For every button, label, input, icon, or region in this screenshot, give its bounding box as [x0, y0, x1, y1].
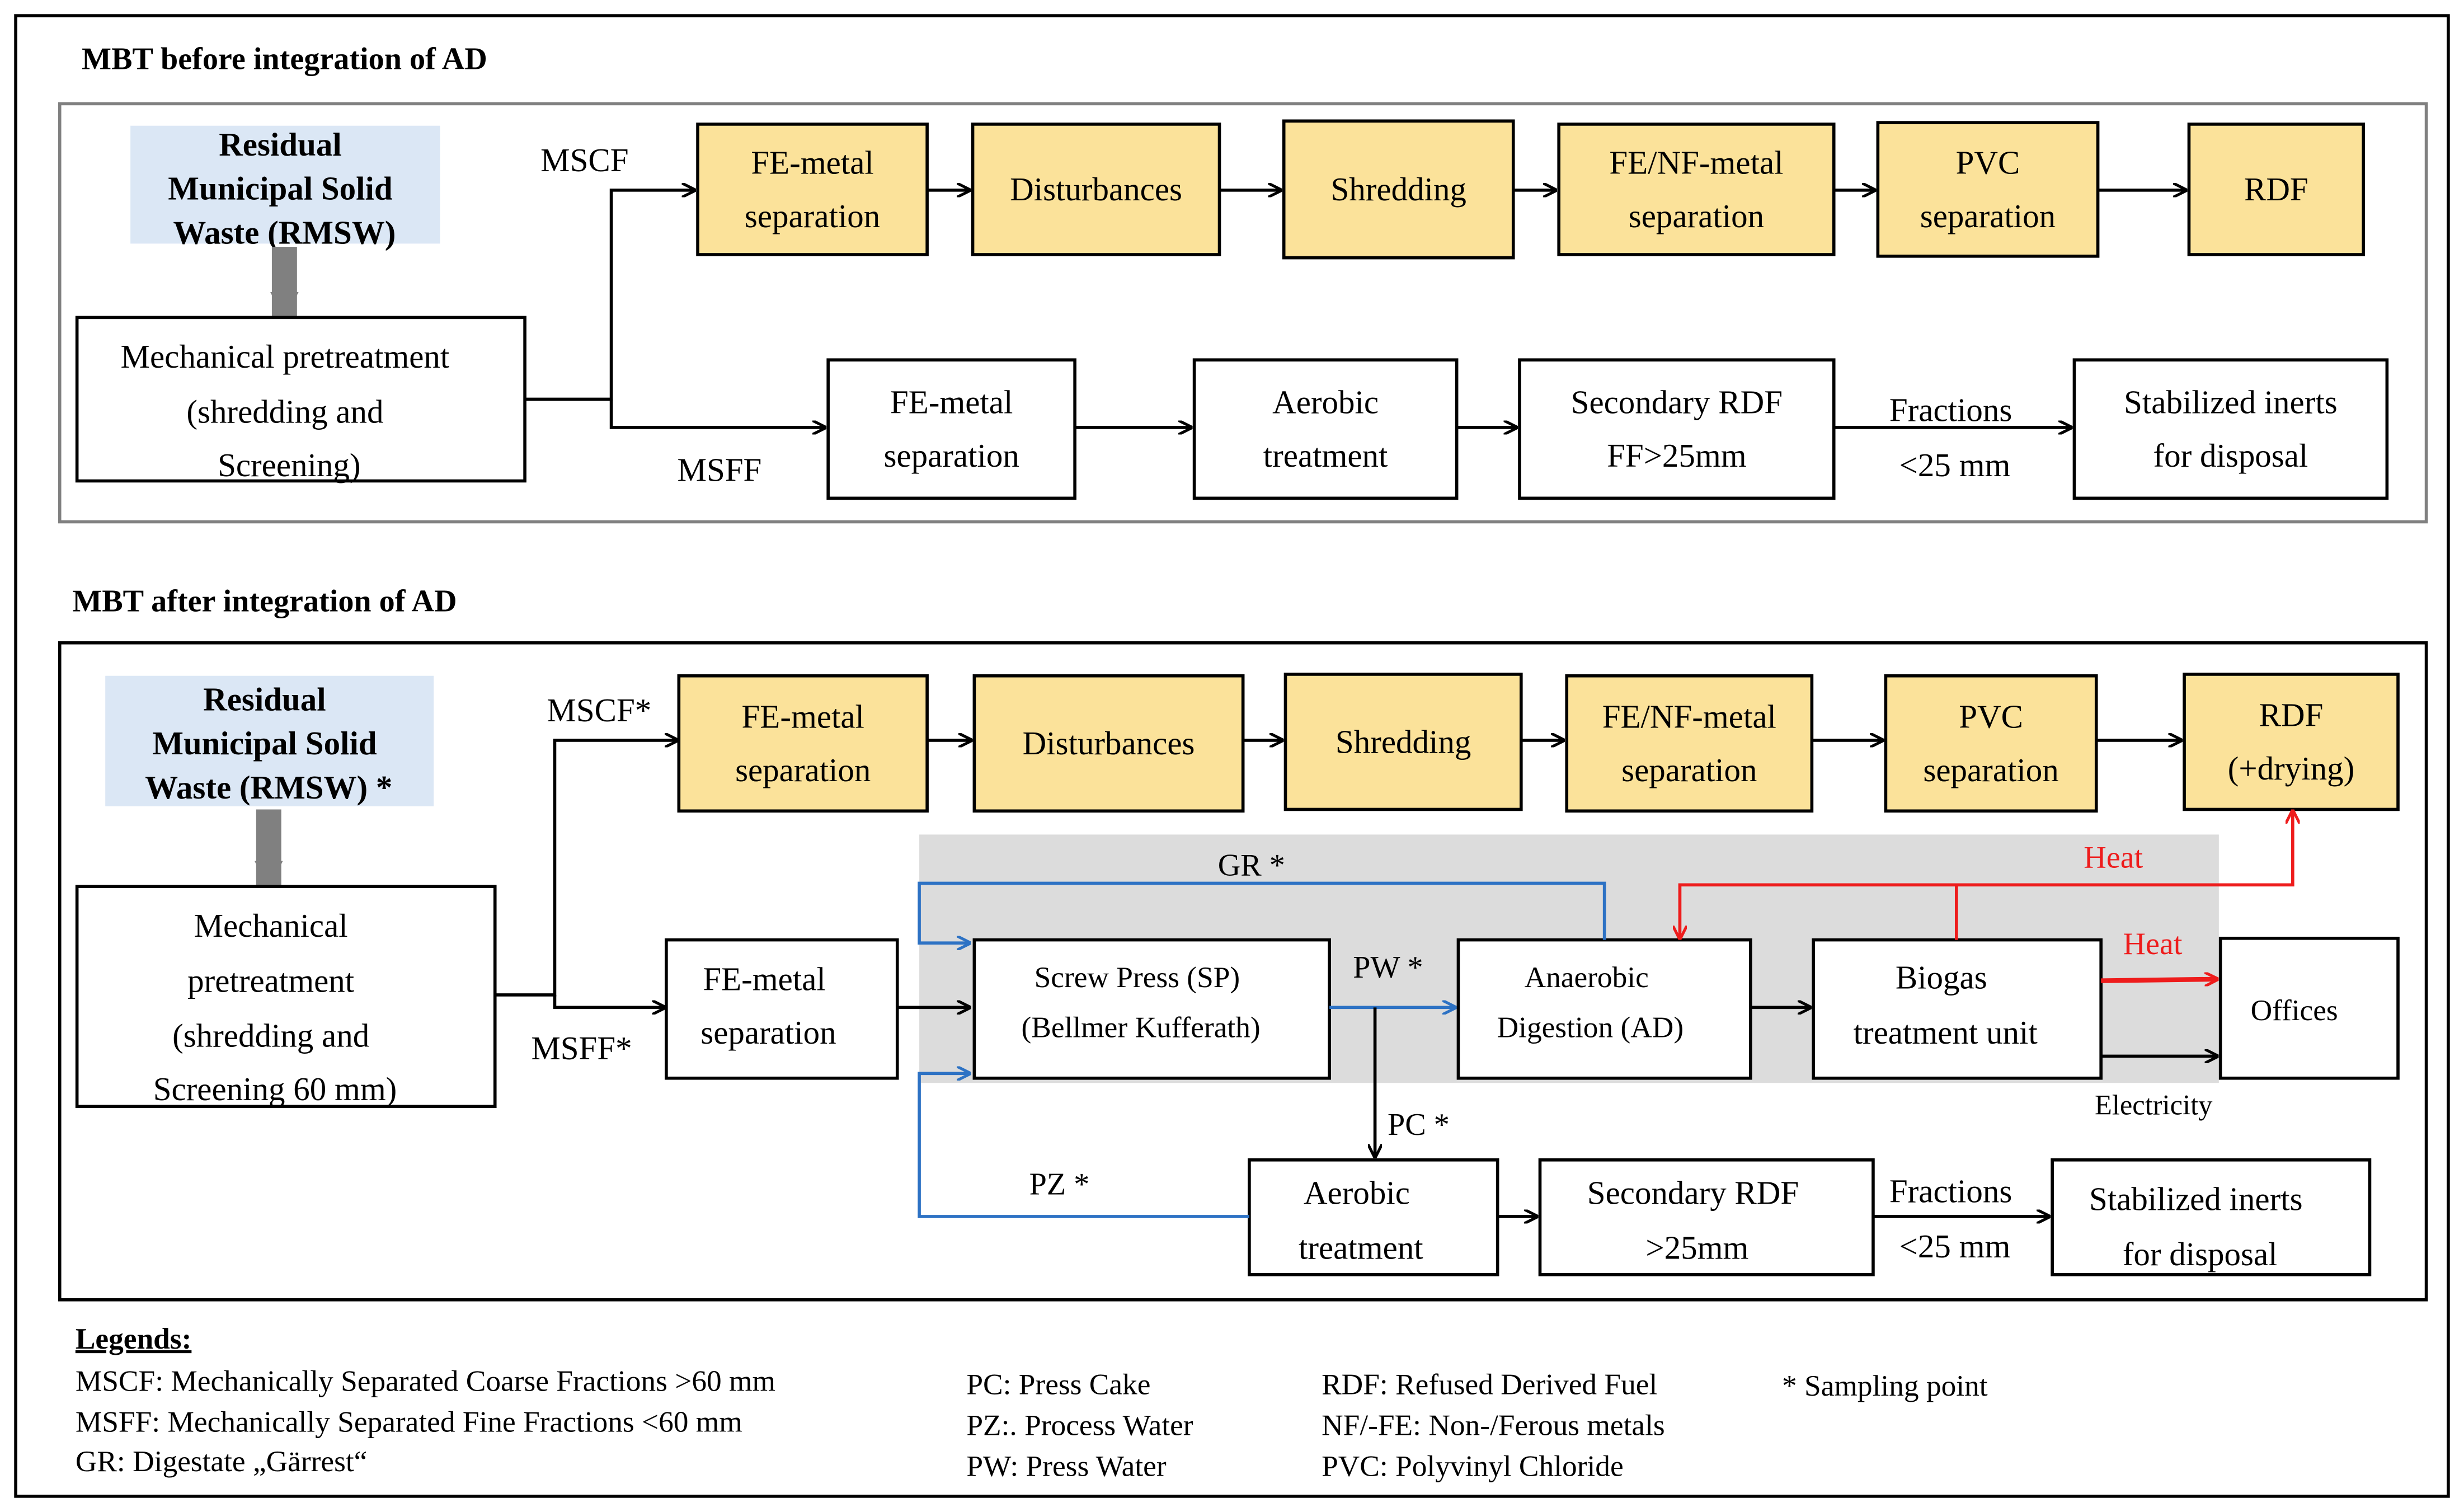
heat-label-2: Heat — [2123, 927, 2183, 961]
top-mech-pretreatment-box — [75, 316, 526, 483]
bottom-aerobic-box — [1248, 1158, 1499, 1276]
bottom-panel-frame — [58, 641, 2428, 1302]
bottom-coarse-label-5: RDF(+drying) — [2228, 697, 2355, 787]
heat-to-rdf-drying-arrow — [1956, 811, 2293, 887]
outer-frame — [14, 14, 2450, 1498]
legend-col-2: PC: Press Cake PZ:. Process Water PW: Pr… — [966, 1367, 1201, 1482]
top-fine-box-0 — [826, 358, 1076, 500]
bottom-mech-pretreatment-box — [75, 885, 497, 1109]
top-coarse-box-3 — [1557, 123, 1836, 256]
top-rmsw-input-box — [130, 125, 440, 244]
legend-title: Legends: — [76, 1322, 192, 1355]
bottom-fe-metal-label: FE-metal separation — [700, 960, 836, 1050]
bottom-rmsw-input-box — [105, 675, 434, 806]
top-coarse-box-1 — [971, 123, 1221, 256]
legend-col-1: MSCF: Mechanically Separated Coarse Frac… — [76, 1364, 783, 1478]
heat-to-ad-arrow — [1680, 883, 1958, 940]
top-mscf-label: MSCF — [540, 142, 628, 179]
bottom-secondary-rdf-label: Secondary RDF >25mm — [1587, 1174, 1807, 1266]
top-coarse-box-4 — [1876, 121, 2100, 258]
top-mech-pretreatment-label: Mechanical pretreatment (shredding and S… — [121, 338, 458, 483]
top-rmsw-input-label: Residual Municipal Solid Waste (RMSW) — [168, 126, 401, 251]
bottom-coarse-box-5 — [2183, 673, 2400, 811]
top-msff-label: MSFF — [678, 451, 762, 488]
bottom-aerobic-label: Aerobic treatment — [1299, 1174, 1423, 1266]
digestate-return-arrow — [918, 881, 1606, 943]
top-coarse-label-1: Disturbances — [1010, 171, 1182, 208]
legend-col-4: * Sampling point — [1782, 1369, 1988, 1402]
bottom-msff-label: MSFF* — [531, 1030, 632, 1067]
bottom-panel-title: MBT after integration of AD — [72, 584, 457, 619]
pz-label: PZ * — [1029, 1167, 1090, 1202]
offices-box — [2218, 936, 2400, 1080]
pw-label: PW * — [1353, 950, 1423, 985]
bottom-mech-pretreatment-label: Mechanical pretreatment (shredding and S… — [153, 907, 397, 1107]
top-coarse-box-2 — [1282, 119, 1515, 260]
bottom-coarse-box-4 — [1884, 674, 2098, 813]
bottom-secondary-rdf-box — [1538, 1158, 1875, 1276]
bottom-coarse-box-2 — [1283, 673, 1523, 811]
bottom-fractions-label: Fractions <25 mm — [1889, 1173, 2020, 1265]
bottom-coarse-box-1 — [972, 674, 1245, 813]
top-fine-box-1 — [1192, 358, 1459, 500]
legend-col-3: RDF: Refused Derived Fuel NF/-FE: Non-/F… — [1322, 1367, 1672, 1482]
pc-label: PC * — [1388, 1107, 1450, 1142]
top-fine-box-3 — [2072, 358, 2389, 500]
top-msff-arrow — [609, 399, 825, 428]
process-water-return-arrow — [918, 1073, 1249, 1218]
bottom-mscf-label: MSCF* — [547, 692, 651, 729]
gr-label: GR * — [1218, 848, 1285, 882]
top-panel-title: MBT before integration of AD — [82, 42, 487, 77]
bottom-msff-arrow — [553, 994, 665, 1007]
screw-press-label: Screw Press (SP) (Bellmer Kufferath) — [1021, 960, 1260, 1044]
bottom-inerts-box — [2051, 1158, 2372, 1276]
bottom-rmsw-input-label: Residual Municipal Solid Waste (RMSW) * — [145, 681, 392, 806]
top-fine-box-2 — [1518, 358, 1836, 500]
offices-label: Offices — [2251, 993, 2338, 1027]
top-fractions-label: Fractions <25 mm — [1889, 392, 2020, 483]
top-coarse-box-5 — [2187, 123, 2366, 256]
heat-to-offices-arrow — [2101, 979, 2217, 981]
top-panel-frame — [58, 102, 2428, 524]
electricity-label: Electricity — [2095, 1089, 2213, 1120]
top-mscf-arrow — [525, 190, 694, 401]
top-coarse-label-5: RDF — [2244, 171, 2308, 208]
bottom-coarse-box-0 — [677, 674, 929, 813]
screw-press-box — [972, 938, 1331, 1080]
heat-label-1: Heat — [2084, 840, 2143, 875]
bottom-coarse-label-2: Shredding — [1336, 723, 1471, 760]
anaerobic-digestion-label: Anaerobic Digestion (AD) — [1497, 960, 1684, 1044]
bottom-inerts-label: Stabilized inerts for disposal — [2089, 1181, 2311, 1272]
bottom-coarse-label-1: Disturbances — [1023, 725, 1195, 762]
bottom-mscf-arrow — [495, 740, 678, 997]
biogas-treatment-label: Biogas treatment unit — [1854, 959, 2038, 1051]
bottom-coarse-box-3 — [1565, 674, 1814, 813]
biogas-treatment-box — [1812, 938, 2103, 1080]
top-coarse-label-2: Shredding — [1331, 171, 1466, 208]
